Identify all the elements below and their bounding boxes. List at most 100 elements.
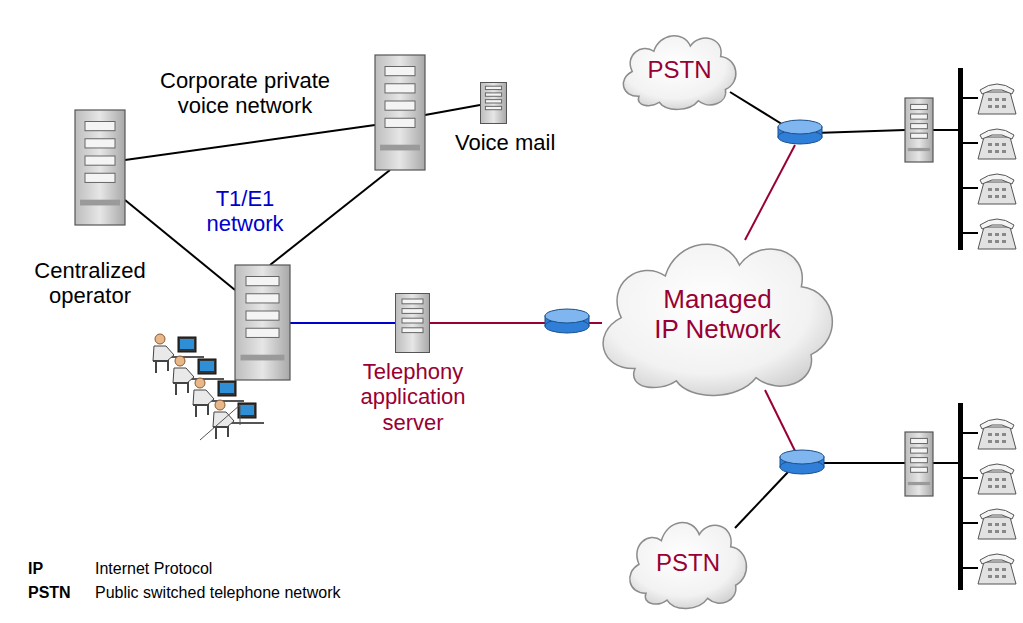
server-box: Telephony application server xyxy=(395,293,430,353)
phone-key xyxy=(1002,150,1006,153)
phone-key xyxy=(988,568,992,571)
server-slot xyxy=(911,458,928,463)
phone-key xyxy=(1002,530,1006,533)
phone-body xyxy=(978,182,1016,204)
phone-handset xyxy=(980,419,1014,429)
phone-handset xyxy=(980,464,1014,474)
phone-key xyxy=(988,433,992,436)
server-case xyxy=(75,110,125,225)
phone-key xyxy=(988,575,992,578)
router-top xyxy=(778,120,822,134)
server-vent xyxy=(241,355,285,361)
legs xyxy=(153,361,168,373)
server-case xyxy=(905,432,933,496)
cloud-label: PSTN xyxy=(656,549,720,577)
phone-key xyxy=(1002,240,1006,243)
phone-key xyxy=(995,485,999,488)
phone-key xyxy=(988,98,992,101)
phone-key xyxy=(1002,440,1006,443)
phone-body xyxy=(978,227,1016,249)
desk xyxy=(170,356,204,358)
telephone-icon xyxy=(978,464,1016,494)
monitor-screen xyxy=(220,383,234,393)
server-caption: Voice mail xyxy=(455,130,595,155)
bus-bar xyxy=(958,403,963,590)
server-slot xyxy=(485,93,501,96)
phone-line xyxy=(963,232,978,234)
operator-figure xyxy=(173,356,224,395)
cloud-shape xyxy=(603,244,832,395)
ip-link xyxy=(765,390,797,455)
phone-key xyxy=(995,233,999,236)
bus-feed xyxy=(933,129,958,131)
server-vent xyxy=(908,482,930,485)
phone-key xyxy=(988,143,992,146)
server-slot xyxy=(485,100,501,103)
phone-key xyxy=(988,105,992,108)
cloud-label: PSTN xyxy=(647,56,711,84)
server-slot xyxy=(246,328,279,337)
pstn-line xyxy=(735,472,788,528)
pbx-server xyxy=(905,432,933,496)
phone-handset xyxy=(980,84,1014,94)
server-slot xyxy=(246,277,279,286)
trunk-line xyxy=(125,125,375,160)
legs xyxy=(213,427,228,439)
phone-body xyxy=(978,137,1016,159)
desk xyxy=(230,422,264,424)
phone-key xyxy=(995,433,999,436)
cloud-shape xyxy=(630,523,747,609)
phone-key xyxy=(1002,233,1006,236)
server-outline xyxy=(480,82,507,124)
t1-link xyxy=(290,322,395,324)
router-symbol xyxy=(545,309,589,333)
phone-key xyxy=(988,485,992,488)
network-cloud: Managed IP Network xyxy=(580,222,855,407)
body xyxy=(153,346,174,361)
phone-key xyxy=(995,523,999,526)
phone-key xyxy=(1002,433,1006,436)
server-slot xyxy=(246,294,279,303)
pbx-server xyxy=(905,98,933,162)
server-slot xyxy=(85,122,115,131)
network-label: Corporate private voice network xyxy=(140,68,350,119)
phone-key xyxy=(995,143,999,146)
server-slot xyxy=(911,104,928,109)
phone-line xyxy=(963,522,978,524)
telephone-icon xyxy=(978,84,1016,114)
server-slot xyxy=(911,114,928,119)
desk-frame xyxy=(200,405,240,440)
phone-key xyxy=(988,150,992,153)
server-slot xyxy=(385,101,415,110)
server-slot xyxy=(911,467,928,472)
server-slot xyxy=(385,118,415,127)
ip-link xyxy=(745,145,795,240)
phone-key xyxy=(1002,523,1006,526)
phone-handset xyxy=(980,219,1014,229)
phone-key xyxy=(995,105,999,108)
phone-key xyxy=(1002,195,1006,198)
body xyxy=(173,368,194,383)
phone-key xyxy=(1002,105,1006,108)
server-vent xyxy=(908,148,930,151)
phone-key xyxy=(995,478,999,481)
server-slot xyxy=(85,139,115,148)
phone-line xyxy=(963,97,978,99)
pbx-line xyxy=(818,462,905,464)
telephone-icon xyxy=(978,174,1016,204)
monitor xyxy=(178,337,196,352)
server-slot xyxy=(85,156,115,165)
trunk-line xyxy=(270,170,390,265)
phone-key xyxy=(1002,575,1006,578)
phone-key xyxy=(1002,188,1006,191)
operator-label: Centralized operator xyxy=(10,258,170,309)
head xyxy=(155,334,165,344)
phone-key xyxy=(1002,568,1006,571)
head xyxy=(175,356,185,366)
server-slot xyxy=(246,311,279,320)
phone-key xyxy=(988,233,992,236)
abbreviation-meaning: Public switched telephone network xyxy=(95,584,415,602)
server-slot xyxy=(85,173,115,182)
